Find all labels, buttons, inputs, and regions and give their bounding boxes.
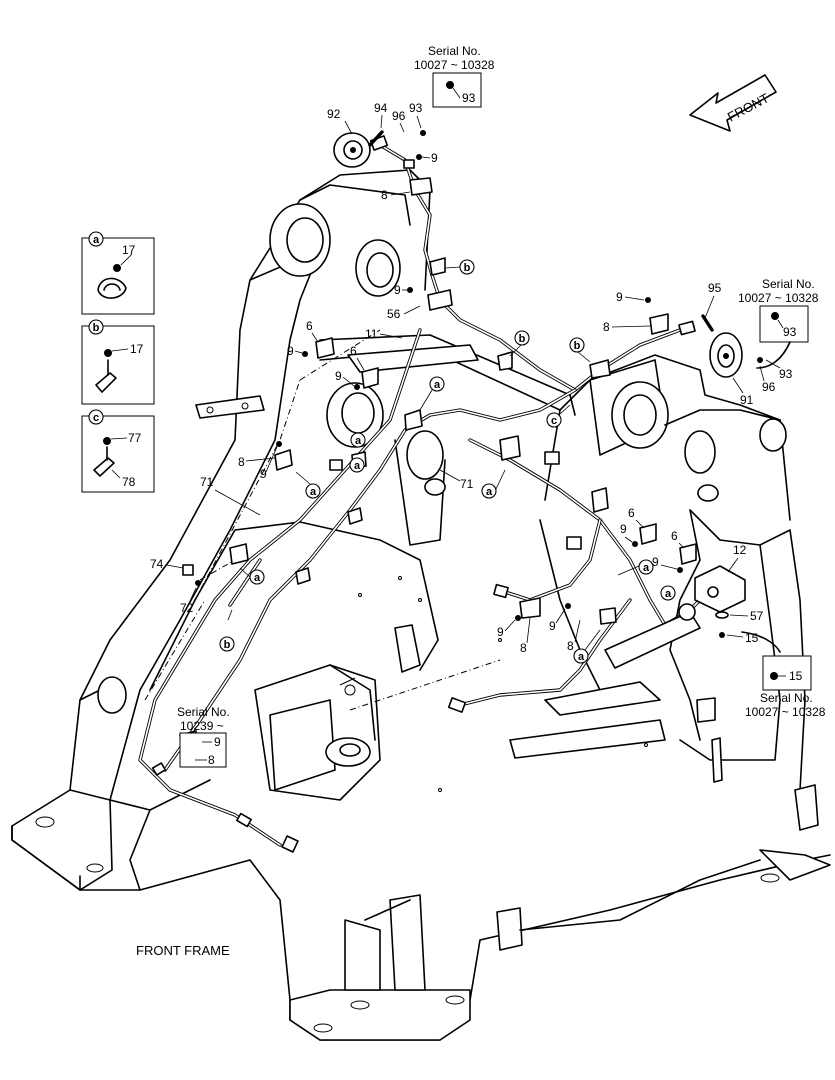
circled-callouts: b b b b a a a a a a a a c (219, 259, 676, 664)
detail-box-c-tag: c (93, 412, 99, 424)
part-label-9-d: 9 (335, 369, 342, 383)
front-direction-arrow: FRONT (689, 74, 777, 132)
part-label-6-b: 6 (350, 344, 357, 358)
callout-b-4: b (224, 639, 231, 651)
detail-box-a-tag: a (93, 234, 100, 246)
detail-box-c-part-2: 78 (122, 475, 136, 489)
detail-box-b-part: 17 (130, 342, 144, 356)
part-label-9-h: 9 (652, 555, 659, 569)
part-label-9-g: 9 (620, 522, 627, 536)
callout-a-9-group: a (350, 432, 366, 448)
serial-note-top-line2: 10027 ~ 10328 (414, 58, 495, 72)
callout-a-9: a (355, 435, 362, 447)
part-label-9-e: 9 (260, 467, 267, 481)
serial-note-top-line1: Serial No. (428, 44, 481, 58)
part-label-11: 11 (365, 327, 378, 341)
part-label-94: 94 (374, 101, 388, 115)
part-label-96-top: 96 (392, 109, 406, 123)
part-label-9-i: 9 (497, 625, 504, 639)
part-label-8-c: 8 (603, 320, 610, 334)
callout-a-8: a (578, 651, 585, 663)
serial-note-left-part-a: 9 (214, 735, 221, 749)
detail-box-c-part-1: 77 (128, 431, 142, 445)
part-label-93-right: 93 (779, 367, 793, 381)
serial-note-bottom-right-line2: 10027 ~ 10328 (745, 705, 826, 719)
detail-box-a: a 17 (81, 231, 155, 315)
part-label-92: 92 (327, 107, 341, 121)
part-label-8-b: 8 (238, 455, 245, 469)
part-label-6-a: 6 (306, 319, 313, 333)
serial-note-right-line1: Serial No. (762, 277, 815, 291)
part-label-8-a: 8 (381, 188, 388, 202)
serial-note-right-part: 93 (783, 325, 797, 339)
callout-c-1: c (551, 415, 557, 427)
part-label-9-f: 9 (616, 290, 623, 304)
part-label-57: 57 (750, 609, 764, 623)
part-label-56: 56 (387, 307, 401, 321)
part-label-9-b: 9 (394, 283, 401, 297)
serial-note-right: Serial No. 10027 ~ 10328 93 (738, 277, 819, 369)
part-label-95: 95 (708, 281, 722, 295)
part-label-8-e: 8 (567, 639, 574, 653)
callout-a-5: a (254, 572, 261, 584)
callout-a-4: a (486, 486, 493, 498)
detail-box-a-part: 17 (122, 243, 136, 257)
part-label-6-c: 6 (628, 506, 635, 520)
serial-note-left-line1: Serial No. (177, 705, 230, 719)
part-label-74: 74 (150, 557, 164, 571)
part-label-9-a: 9 (431, 151, 438, 165)
callout-a-3: a (310, 486, 317, 498)
callout-a-6: a (643, 562, 650, 574)
part-label-91: 91 (740, 393, 754, 407)
part-label-9-c: 9 (287, 344, 294, 358)
part-number-labels: 92 94 96 93 9 8 9 56 6 9 11 6 9 8 9 71 7… (150, 101, 793, 655)
part-label-8-d: 8 (520, 641, 527, 655)
part-label-9-j: 9 (549, 619, 556, 633)
part-label-93-top: 93 (409, 101, 423, 115)
detail-box-b-tag: b (93, 322, 100, 334)
detail-box-c: c 77 78 (81, 409, 155, 493)
part-label-96-right: 96 (762, 380, 776, 394)
serial-note-top: Serial No. 10027 ~ 10328 93 (414, 44, 495, 108)
detail-box-b: b 17 (81, 319, 155, 405)
serial-note-bottom-right-part: 15 (789, 669, 803, 683)
callout-b-3: b (519, 333, 526, 345)
callout-a-7: a (665, 588, 672, 600)
callout-a-9-circle (350, 432, 366, 448)
part-label-6-d: 6 (671, 529, 678, 543)
callout-a-1: a (434, 379, 441, 391)
serial-note-left-part-b: 8 (208, 753, 215, 767)
serial-note-bottom-right: 15 Serial No. 10027 ~ 10328 (741, 631, 826, 719)
part-label-71-center: 71 (460, 477, 474, 491)
serial-note-right-line2: 10027 ~ 10328 (738, 291, 819, 305)
serial-note-top-part: 93 (462, 91, 476, 105)
part-label-12: 12 (733, 543, 747, 557)
wiring-harness (138, 80, 783, 853)
part-label-15: 15 (745, 631, 759, 645)
front-frame-structure (11, 169, 831, 1041)
part-label-71-left: 71 (200, 475, 214, 489)
callout-a-2: a (354, 460, 361, 472)
serial-note-bottom-right-line1: Serial No. (760, 691, 813, 705)
serial-note-left-line2: 10239 ~ (180, 719, 224, 733)
callout-b-1: b (464, 262, 471, 274)
callout-b-2: b (574, 340, 581, 352)
serial-note-left: Serial No. 10239 ~ 9 8 (177, 705, 230, 768)
diagram-title: FRONT FRAME (136, 943, 230, 958)
part-label-72: 72 (180, 601, 194, 615)
